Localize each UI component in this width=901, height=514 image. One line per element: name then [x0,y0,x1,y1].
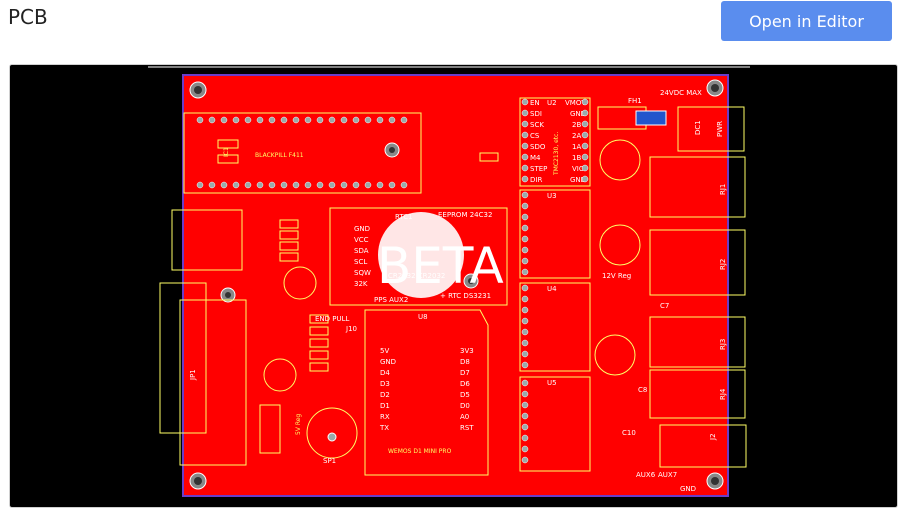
stepper-drivers: U2 U3 U4 U5 EN SDI SCK CS SDO M4 STEP DI… [519,97,591,472]
rtc-pin-label: GND [354,225,370,233]
wemos-pin-label: 5V [380,347,389,355]
driver-pin-label: SDI [530,110,542,118]
rtc-pin-label: SQW [354,269,371,277]
sp1-label: SP1 [323,457,336,465]
wemos-pin-label: A0 [460,413,469,421]
driver-pin-label: 1B [572,154,581,162]
driver-pin-label: GND [570,176,586,184]
rj3-label: RJ3 [719,339,727,350]
wemos-right-pin-labels: 3V3 D8 D7 D6 D5 D0 A0 RST [460,347,474,432]
rj2-label: RJ2 [719,259,727,270]
dc1-label: DC1 [694,120,702,135]
jp1-label: JP1 [189,369,197,381]
driver-pin-label: 2B [572,121,581,129]
wemos-pin-label: 3V3 [460,347,474,355]
driver-pin-label: DIR [530,176,542,184]
page-title: PCB [8,5,48,29]
pcb-viewer[interactable]: IC1 BLACKPILL F411 GND VCC SDA SCL SQW 3… [9,64,898,508]
eeprom-label: EEPROM 24C32 [438,211,492,219]
ic1-label: IC1 [223,147,230,157]
rtc-pin-labels: GND VCC SDA SCL SQW 32K [354,225,371,288]
end-pull-label: END PULL [315,315,350,323]
driver-pin-label: SCK [530,121,544,129]
wemos-pin-label: GND [380,358,396,366]
open-in-editor-button[interactable]: Open in Editor [721,1,892,41]
pwr-label: PWR [716,121,724,137]
rtc1-label: RTC1 [395,213,413,221]
u4-label: U4 [547,285,557,293]
u3-label: U3 [547,192,557,200]
wemos-pin-label: D0 [460,402,470,410]
driver-pin-label: VMOT [565,99,586,107]
driver-pin-label: GND [570,110,586,118]
driver-pin-label: SDO [530,143,546,151]
j2-label: J2 [709,433,717,441]
driver-pin-label: CS [530,132,540,140]
fh1-label: FH1 [628,97,642,105]
board-outline [182,74,729,497]
pcb-board-canvas: IC1 BLACKPILL F411 GND VCC SDA SCL SQW 3… [148,66,750,497]
j10-label: J10 [345,325,357,333]
c7-label: C7 [660,302,669,310]
wemos-pin-label: D5 [460,391,470,399]
driver-left-pin-labels: EN SDI SCK CS SDO M4 STEP DIR [530,99,547,184]
wemos-left-pin-labels: 5V GND D4 D3 D2 D1 RX TX [379,347,396,432]
c8-label: C8 [638,386,647,394]
wemos-pin-label: D4 [380,369,390,377]
rtc-pin-label: SDA [354,247,369,255]
pps-label: PPS AUX2 [374,296,408,304]
driver-right-pin-labels: VMOT GND 2B 2A 1A 1B VIO GND [565,99,586,184]
rtc-module [329,207,508,306]
blackpill-label: BLACKPILL F411 [255,152,304,159]
driver-pin-label: STEP [530,165,547,173]
wemos-pin-label: D8 [460,358,470,366]
reg5v-label: 5V Reg [295,414,302,435]
aux6-label: AUX6 [636,471,656,479]
aux7-label: AUX7 [658,471,677,479]
driver-pin-label: EN [530,99,540,107]
rtc-pin-label: 32K [354,280,368,288]
beta-watermark: BETA [377,237,504,295]
cr2032-label: CR2032 CR2032 [388,272,445,280]
wemos-pin-label: TX [379,424,389,432]
wemos-pin-label: RX [380,413,390,421]
mounting-holes [189,79,724,490]
driver-pin-label: M4 [530,154,541,162]
gnd-label: GND [680,485,696,493]
driver-pin-label: 1A [572,143,581,151]
reg12v-label: 12V Reg [602,272,631,280]
wemos-pin-label: D1 [380,402,390,410]
tmc-label: TMC2130, etc. [553,132,560,176]
wemos-module [364,309,489,476]
c10-label: C10 [622,429,636,437]
u5-label: U5 [547,379,557,387]
driver-pin-label: VIO [572,165,585,173]
blackpill-module [183,112,422,194]
rj4-label: RJ4 [719,388,727,400]
wemos-pin-label: D2 [380,391,390,399]
wemos-pin-label: D6 [460,380,470,388]
u8-label: U8 [418,313,428,321]
rtc-chip-label: + RTC DS3231 [440,292,491,300]
rtc-pin-label: VCC [354,236,369,244]
u2-label: U2 [547,99,557,107]
wemos-pin-label: RST [460,424,474,432]
wemos-label: WEMOS D1 MINI PRO [388,448,452,455]
wemos-pin-label: D3 [380,380,390,388]
supply-label: 24VDC MAX [660,89,702,97]
driver-pin-label: 2A [572,132,581,140]
wemos-pin-label: D7 [460,369,470,377]
rtc-pin-label: SCL [354,258,367,266]
rj1-label: RJ1 [719,184,727,195]
